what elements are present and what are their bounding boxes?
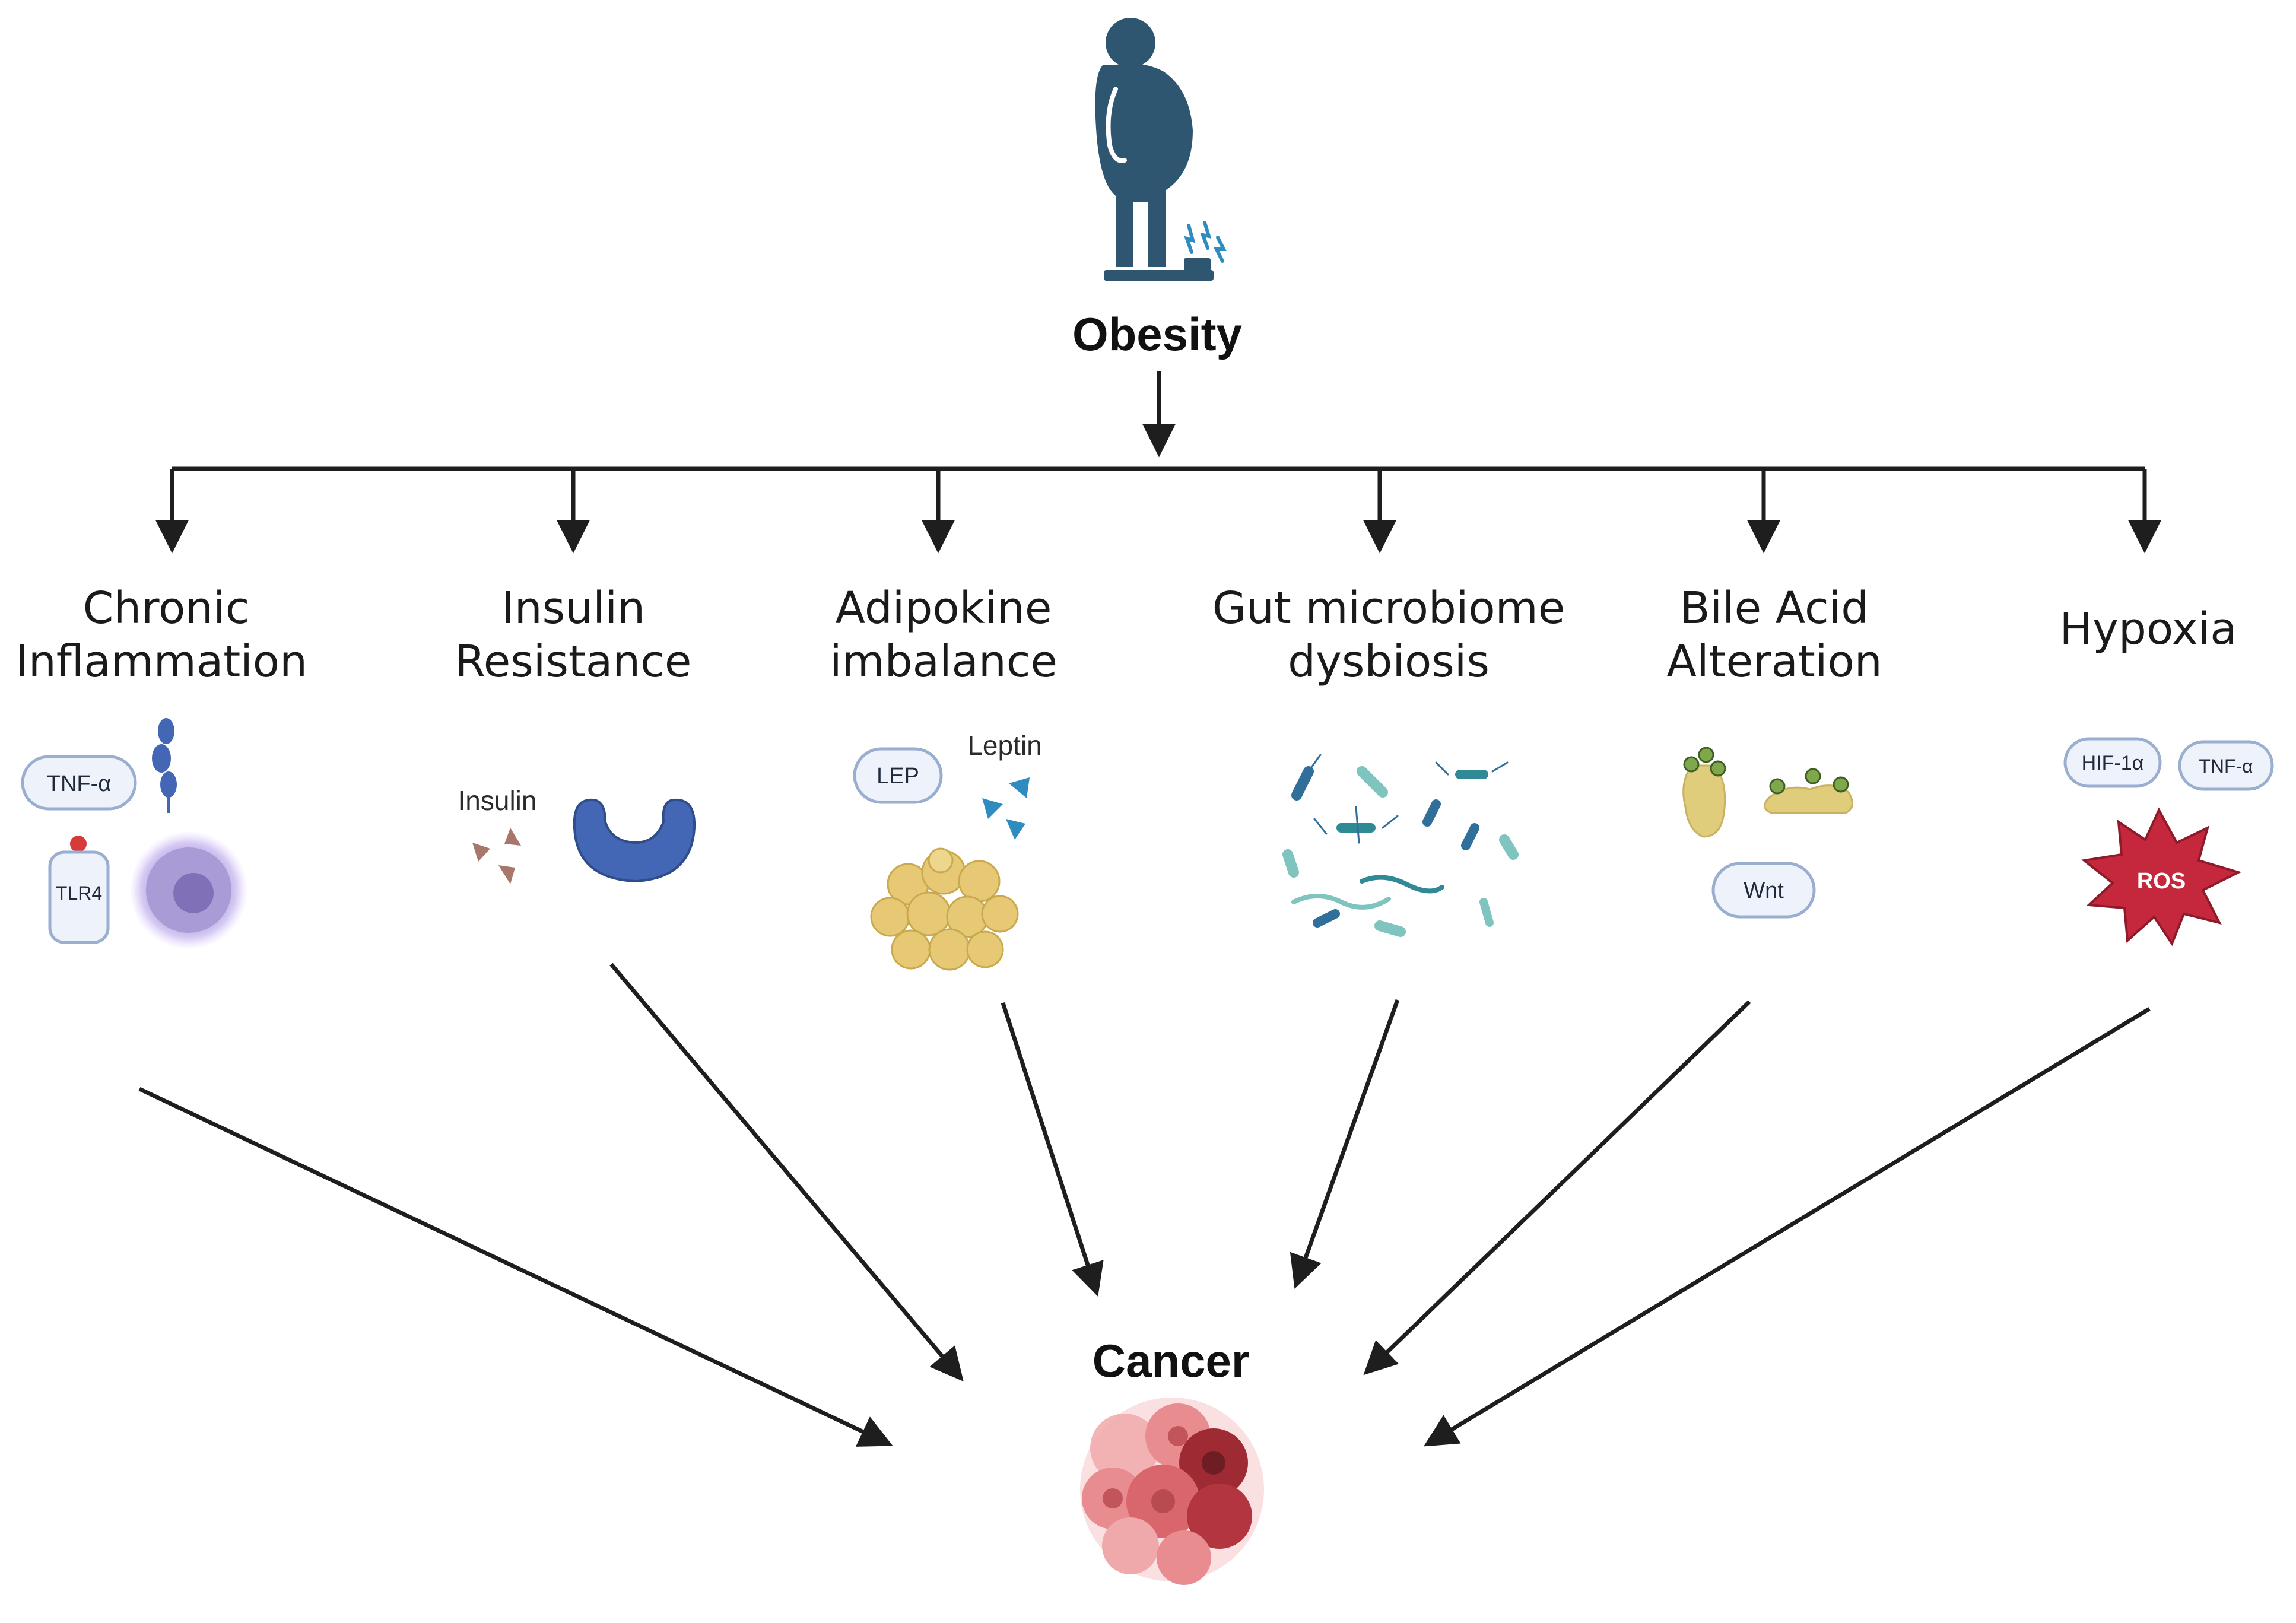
wnt-pill: Wnt <box>1711 862 1816 919</box>
mechanism-bile-line1: Bile Acid <box>1680 583 1869 634</box>
lep-label: LEP <box>877 764 919 789</box>
mechanism-inflammation: Chronic Inflammation <box>15 583 307 687</box>
mechanism-gut-line1: Gut microbiome <box>1212 583 1565 634</box>
wnt-label: Wnt <box>1744 878 1784 903</box>
mechanism-hypoxia: Hypoxia <box>2059 604 2237 655</box>
distribution-edges <box>155 371 2161 554</box>
insulin-label: Insulin <box>458 785 537 816</box>
tlr4-receptor-icon: TLR4 <box>48 836 110 944</box>
tlr4-label: TLR4 <box>56 882 102 904</box>
mechanism-gut-line2: dysbiosis <box>1288 636 1490 687</box>
cytokine-receptor-icon <box>152 718 177 813</box>
liver-icon <box>1682 747 1726 838</box>
leptin-molecule-icon <box>982 777 1030 840</box>
mechanism-gut: Gut microbiome dysbiosis <box>1212 583 1565 687</box>
ros-burst-icon: ROS <box>2081 807 2242 947</box>
mechanism-insulin: Insulin Resistance <box>455 583 692 687</box>
hif1a-label: HIF-1α <box>2082 752 2144 774</box>
mechanism-inflammation-line2: Inflammation <box>15 636 307 687</box>
bacteria-cluster-icon <box>1282 754 1519 937</box>
cancer-label: Cancer <box>1093 1335 1249 1387</box>
mechanism-insulin-line1: Insulin <box>501 583 645 634</box>
macrophage-icon <box>129 831 248 949</box>
mechanism-bile-line2: Alteration <box>1666 636 1882 687</box>
tumor-cluster-icon <box>1080 1398 1264 1585</box>
tnf-alpha-label: TNF-α <box>47 771 112 796</box>
insulin-receptor-icon <box>573 798 696 883</box>
insulin-molecule-icon <box>472 828 521 884</box>
mechanism-adipokine: Adipokine imbalance <box>830 583 1058 687</box>
scale-spark-icon <box>1184 221 1227 263</box>
mechanism-adipokine-line2: imbalance <box>830 636 1058 687</box>
converging-edges <box>138 963 2151 1447</box>
adipose-tissue-icon <box>870 847 1019 971</box>
tnf-alpha-pill-2: TNF-α <box>2178 740 2274 791</box>
mechanism-insulin-line2: Resistance <box>455 636 692 687</box>
obese-person-icon <box>1095 18 1214 281</box>
ros-label: ROS <box>2137 869 2186 894</box>
mechanism-inflammation-line1: Chronic <box>83 583 250 634</box>
hif1a-pill: HIF-1α <box>2063 737 2162 788</box>
tnf-alpha-pill: TNF-α <box>21 755 137 811</box>
mechanism-hypoxia-line1: Hypoxia <box>2059 604 2237 655</box>
mechanism-adipokine-line1: Adipokine <box>836 583 1052 634</box>
bile-acid-icon <box>1764 768 1853 814</box>
leptin-label: Leptin <box>967 730 1041 761</box>
mechanism-bile: Bile Acid Alteration <box>1666 583 1882 687</box>
lep-pill: LEP <box>853 747 943 804</box>
tnf-alpha-2-label: TNF-α <box>2199 755 2253 777</box>
obesity-label: Obesity <box>1072 308 1242 360</box>
